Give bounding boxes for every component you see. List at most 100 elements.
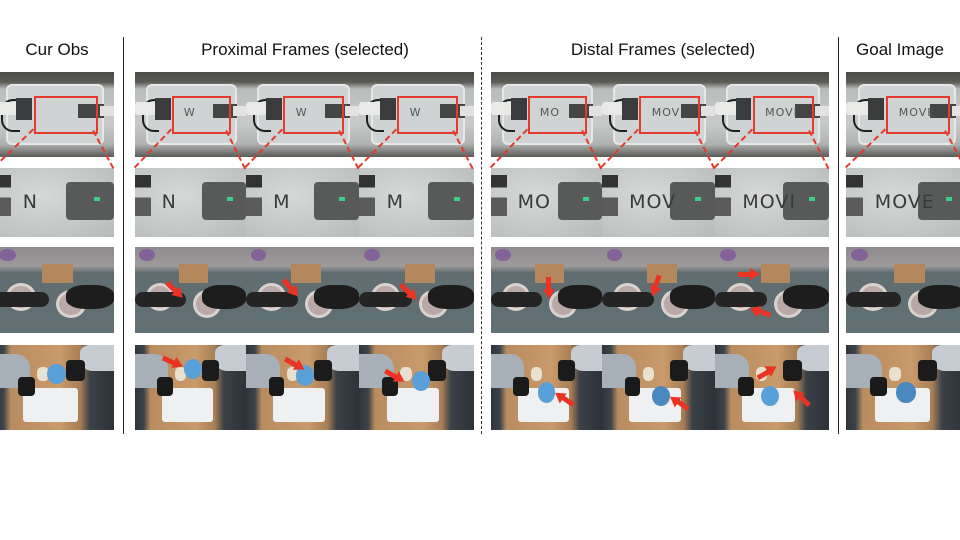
scene-arm-r [701,106,715,117]
scene-grip-l [622,97,639,120]
scene-box [535,264,565,284]
frame-dist2-row3 [715,247,829,333]
scene-cable [497,99,516,133]
scene-hand-r [783,360,802,381]
frame-goal-row3 [846,247,960,333]
frame-goal-row2: MOVE [846,168,960,237]
scene-cable [252,99,271,133]
writing-text: MOV [651,106,681,119]
scene-box [760,264,791,284]
scene-arm-l [246,291,298,308]
frame-prox2-row1: W [359,72,474,157]
zoom-region-box [527,95,588,134]
scene-box [405,264,435,284]
scene-cup [400,367,412,381]
frame-dist0-row2: MO [491,168,602,237]
scene-grip-r [78,104,105,118]
right-gripper [66,181,114,220]
header-proximal-frames: Proximal Frames (selected) [201,40,409,59]
scene-cup [642,367,654,381]
scene-arm-r [588,106,602,117]
right-gripper [313,181,359,220]
scene-hand-r [428,360,447,381]
writing-text: MO [517,191,551,214]
scene-cup [37,367,50,381]
frame-prox1-row4 [246,345,359,430]
frame-dist1-row2: MOV [602,168,715,237]
zoom-region-box [752,95,814,134]
scene-cable [853,99,872,133]
writing-text: W [295,106,308,119]
scene-hand-r [66,360,86,381]
red-arrow-icon [755,362,779,382]
scene-chair [0,248,16,261]
scene-chair [850,248,868,261]
writing-text: W [183,106,196,119]
zoom-region-box [283,95,344,134]
left-gripper [359,174,376,217]
scene-arm-r [66,284,114,309]
blue-bowl [46,363,66,385]
frame-prox2-row2: M [359,168,474,237]
scene-chair [719,248,736,261]
scene-arm-r [797,345,829,371]
scene-cable [721,99,740,133]
frame-goal-row4 [846,345,960,430]
frame-prox0-row1: W [135,72,246,157]
frame-cur_obs-row2: N [0,168,114,237]
zoom-region-box [396,95,459,134]
scene-cup [174,367,187,381]
frame-prox2-row3 [359,247,474,333]
frame-prox1-row1: W [246,72,359,157]
scene-arm-r [669,284,715,309]
scene-arm-r [428,284,474,309]
scene-arm-r [460,106,474,117]
frame-dist0-row1: MO [491,72,602,157]
scene-cable [608,99,627,133]
red-arrow-icon [544,277,554,299]
red-arrow-icon [737,268,760,281]
left-gripper [0,174,11,217]
writing-text: MOV [629,191,677,214]
right-gripper [428,181,474,220]
scene-arm-l [0,291,50,308]
scene-grip-r [930,104,957,118]
writing-text: MOVI [765,106,798,119]
zoom-region-box [33,95,98,134]
scene-grip-r [794,104,820,118]
writing-text: N [22,191,39,214]
scene-box [894,264,926,284]
frame-cur_obs-row4 [0,345,114,430]
zoom-region-box [885,95,950,134]
frame-prox1-row3 [246,247,359,333]
divider-proximal-distal [481,37,482,434]
scene-arm-l [359,291,412,308]
scene-arm-r [232,106,246,117]
scene-cable [365,99,384,133]
scene-cable [141,99,160,133]
blue-bowl [896,382,916,403]
left-gripper [491,174,507,217]
right-gripper [918,181,960,220]
header-cur-obs: Cur Obs [25,40,89,59]
divider-cur-proximal [123,37,124,434]
frame-dist2-row1: MOVI [715,72,829,157]
scene-grip-l [510,97,527,120]
scene-hand-r [313,360,332,381]
scene-chair [139,248,155,261]
right-gripper [669,181,715,220]
frame-prox1-row2: M [246,168,359,237]
frame-dist2-row4 [715,345,829,430]
scene-hand-r [557,360,576,381]
frame-prox0-row4 [135,345,246,430]
scene-chair [363,248,380,261]
scene-arm-l [846,291,902,308]
writing-text: N [161,191,177,214]
scene-arm-r [441,345,474,371]
frame-dist1-row1: MOV [602,72,715,157]
scene-hand-l [870,377,887,396]
left-gripper [602,174,618,217]
scene-grip-l [266,97,283,120]
scene-hand-r [201,360,220,381]
scene-cup [286,367,298,381]
